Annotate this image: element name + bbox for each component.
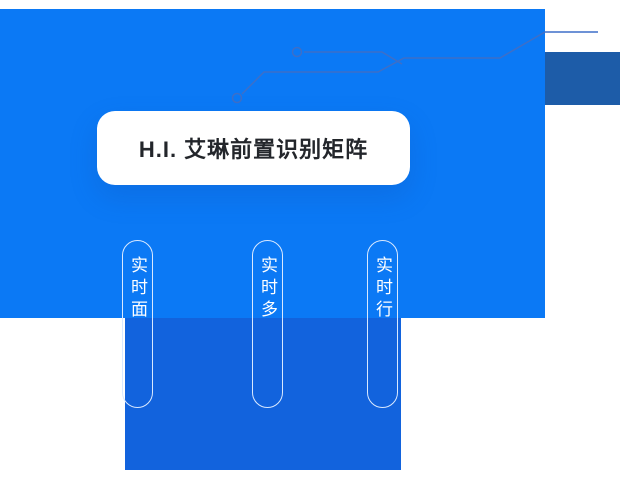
feature-pill-label: 实时行 [373, 256, 392, 322]
title-card: H.I. 艾琳前置识别矩阵 [97, 111, 410, 185]
feature-pill-2: 实时多 [252, 240, 283, 408]
accent-rect-top-right [543, 52, 620, 105]
feature-pill-1: 实时面 [122, 240, 153, 408]
page-title: H.I. 艾琳前置识别矩阵 [138, 137, 369, 162]
feature-pill-3: 实时行 [367, 240, 398, 408]
feature-pill-label: 实时多 [258, 256, 277, 322]
feature-pill-label: 实时面 [128, 256, 147, 322]
